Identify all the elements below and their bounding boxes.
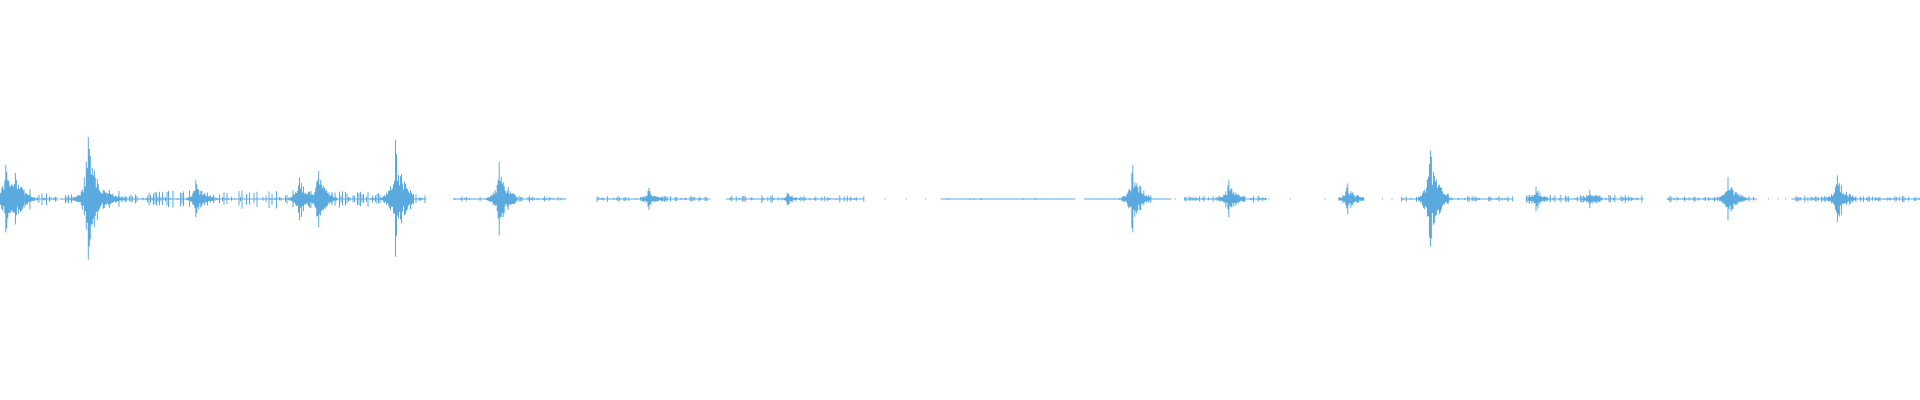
waveform-segment-2: [118, 190, 426, 209]
waveform-peak-10: [781, 192, 800, 206]
waveform-peak-1: [3, 173, 34, 225]
waveform-peak-7: [380, 140, 414, 257]
waveform-peak-12: [1218, 180, 1246, 218]
waveform-trace: [0, 137, 1920, 260]
waveform-silence-dots: [884, 198, 1787, 200]
waveform-peak-3: [103, 189, 126, 209]
waveform-peak-18: [1826, 175, 1856, 223]
waveform-peak-9: [642, 187, 667, 210]
waveform-peak-13: [1338, 183, 1365, 215]
waveform-segment-6: [947, 198, 1036, 200]
waveform-peak-2: [72, 137, 107, 260]
waveform-peak-14: [1415, 150, 1449, 247]
waveform-peak-8: [485, 161, 518, 236]
waveform-peak-15: [1527, 186, 1554, 212]
waveform-peak-6: [308, 171, 338, 228]
waveform-peak-4: [186, 180, 214, 218]
waveform-peak-17: [1718, 177, 1747, 221]
waveform-peak-16: [1581, 189, 1607, 209]
waveform-peak-11: [1119, 164, 1152, 233]
